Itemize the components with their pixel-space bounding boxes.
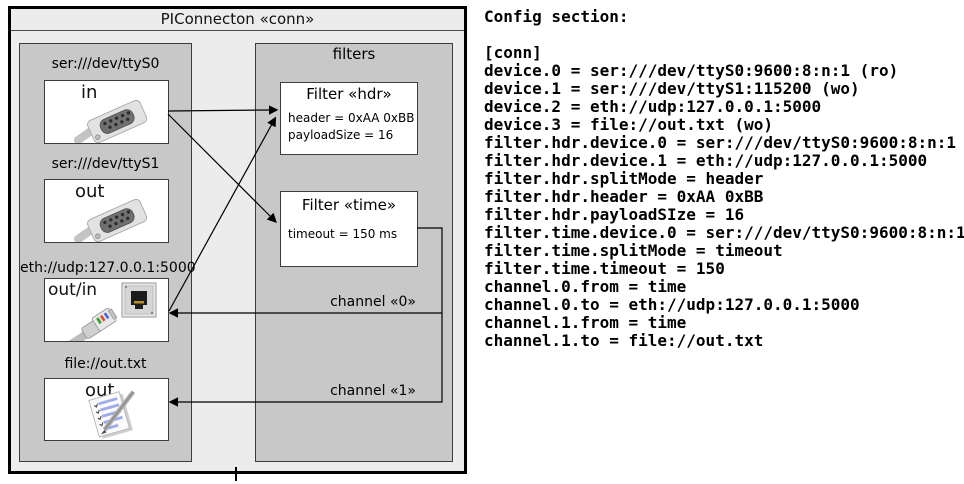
config-line: filter.hdr.header = 0xAA 0xBB (484, 187, 764, 206)
config-line: filter.time.splitMode = timeout (484, 241, 783, 260)
config-line: channel.0.from = time (484, 277, 687, 296)
channel-1-label: channel «1» (330, 383, 416, 399)
config-line: channel.1.to = file://out.txt (484, 331, 764, 350)
device-label-ttys1: ser:///dev/ttyS1 (51, 156, 160, 172)
config-line: device.2 = eth://udp:127.0.0.1:5000 (484, 97, 822, 116)
frame-bottom-tick (235, 467, 237, 481)
filters-panel: filters Filter «hdr» header = 0xAA 0xBB … (255, 43, 453, 462)
config-line: filter.time.device.0 = ser:///dev/ttyS0:… (484, 223, 964, 242)
device-label-file: file://out.txt (64, 356, 147, 372)
config-section: Config section: [conn] device.0 = ser://… (484, 7, 964, 350)
config-heading: Config section: (484, 7, 629, 26)
port-label: out (75, 181, 105, 202)
channel-0-label: channel «0» (330, 294, 416, 310)
device-label-ttys0: ser:///dev/ttyS0 (51, 56, 160, 72)
config-line: device.3 = file://out.txt (wo) (484, 115, 773, 134)
port-label: out/in (48, 280, 98, 300)
filter-time-prop-timeout: timeout = 150 ms (288, 227, 398, 241)
ethernet-plug-icon (57, 301, 125, 341)
filter-box-time: Filter «time» timeout = 150 ms (280, 191, 418, 267)
serial-connector-icon (73, 194, 159, 242)
filters-panel-title: filters (332, 45, 376, 63)
filter-hdr-prop-header: header = 0xAA 0xBB (288, 111, 415, 125)
filter-hdr-title: Filter «hdr» (306, 85, 392, 103)
config-line: device.0 = ser:///dev/ttyS0:9600:8:n:1 (… (484, 61, 899, 80)
config-line: filter.time.timeout = 150 (484, 259, 725, 278)
ethernet-jack-icon (121, 282, 157, 322)
filter-box-hdr: Filter «hdr» header = 0xAA 0xBB payloadS… (280, 82, 418, 155)
serial-connector-icon (73, 95, 159, 143)
config-line: filter.hdr.splitMode = header (484, 169, 764, 188)
frame-title-divider (11, 30, 464, 31)
filter-time-title: Filter «time» (301, 196, 397, 214)
device-box-ttys0: in (44, 80, 169, 144)
filter-hdr-prop-payloadsize: payloadSize = 16 (288, 128, 394, 142)
device-box-ttys1: out (44, 179, 169, 243)
notepad-icon (81, 389, 143, 440)
port-label: in (81, 82, 98, 103)
config-line: filter.hdr.payloadSIze = 16 (484, 205, 745, 224)
config-line: channel.1.from = time (484, 313, 687, 332)
config-line: filter.hdr.device.0 = ser:///dev/ttyS0:9… (484, 133, 957, 152)
config-line: filter.hdr.device.1 = eth://udp:127.0.0.… (484, 151, 928, 170)
config-line: device.1 = ser:///dev/ttyS1:115200 (wo) (484, 79, 860, 98)
devices-panel: ser:///dev/ttyS0 in (19, 43, 196, 462)
frame-title: PIConnecton «conn» (160, 10, 315, 28)
device-box-file: out (44, 378, 169, 441)
config-line: [conn] (484, 43, 542, 62)
config-line: channel.0.to = eth://udp:127.0.0.1:5000 (484, 295, 860, 314)
device-box-eth: out/in (44, 278, 169, 342)
device-label-eth: eth://udp:127.0.0.1:5000 (20, 260, 196, 276)
